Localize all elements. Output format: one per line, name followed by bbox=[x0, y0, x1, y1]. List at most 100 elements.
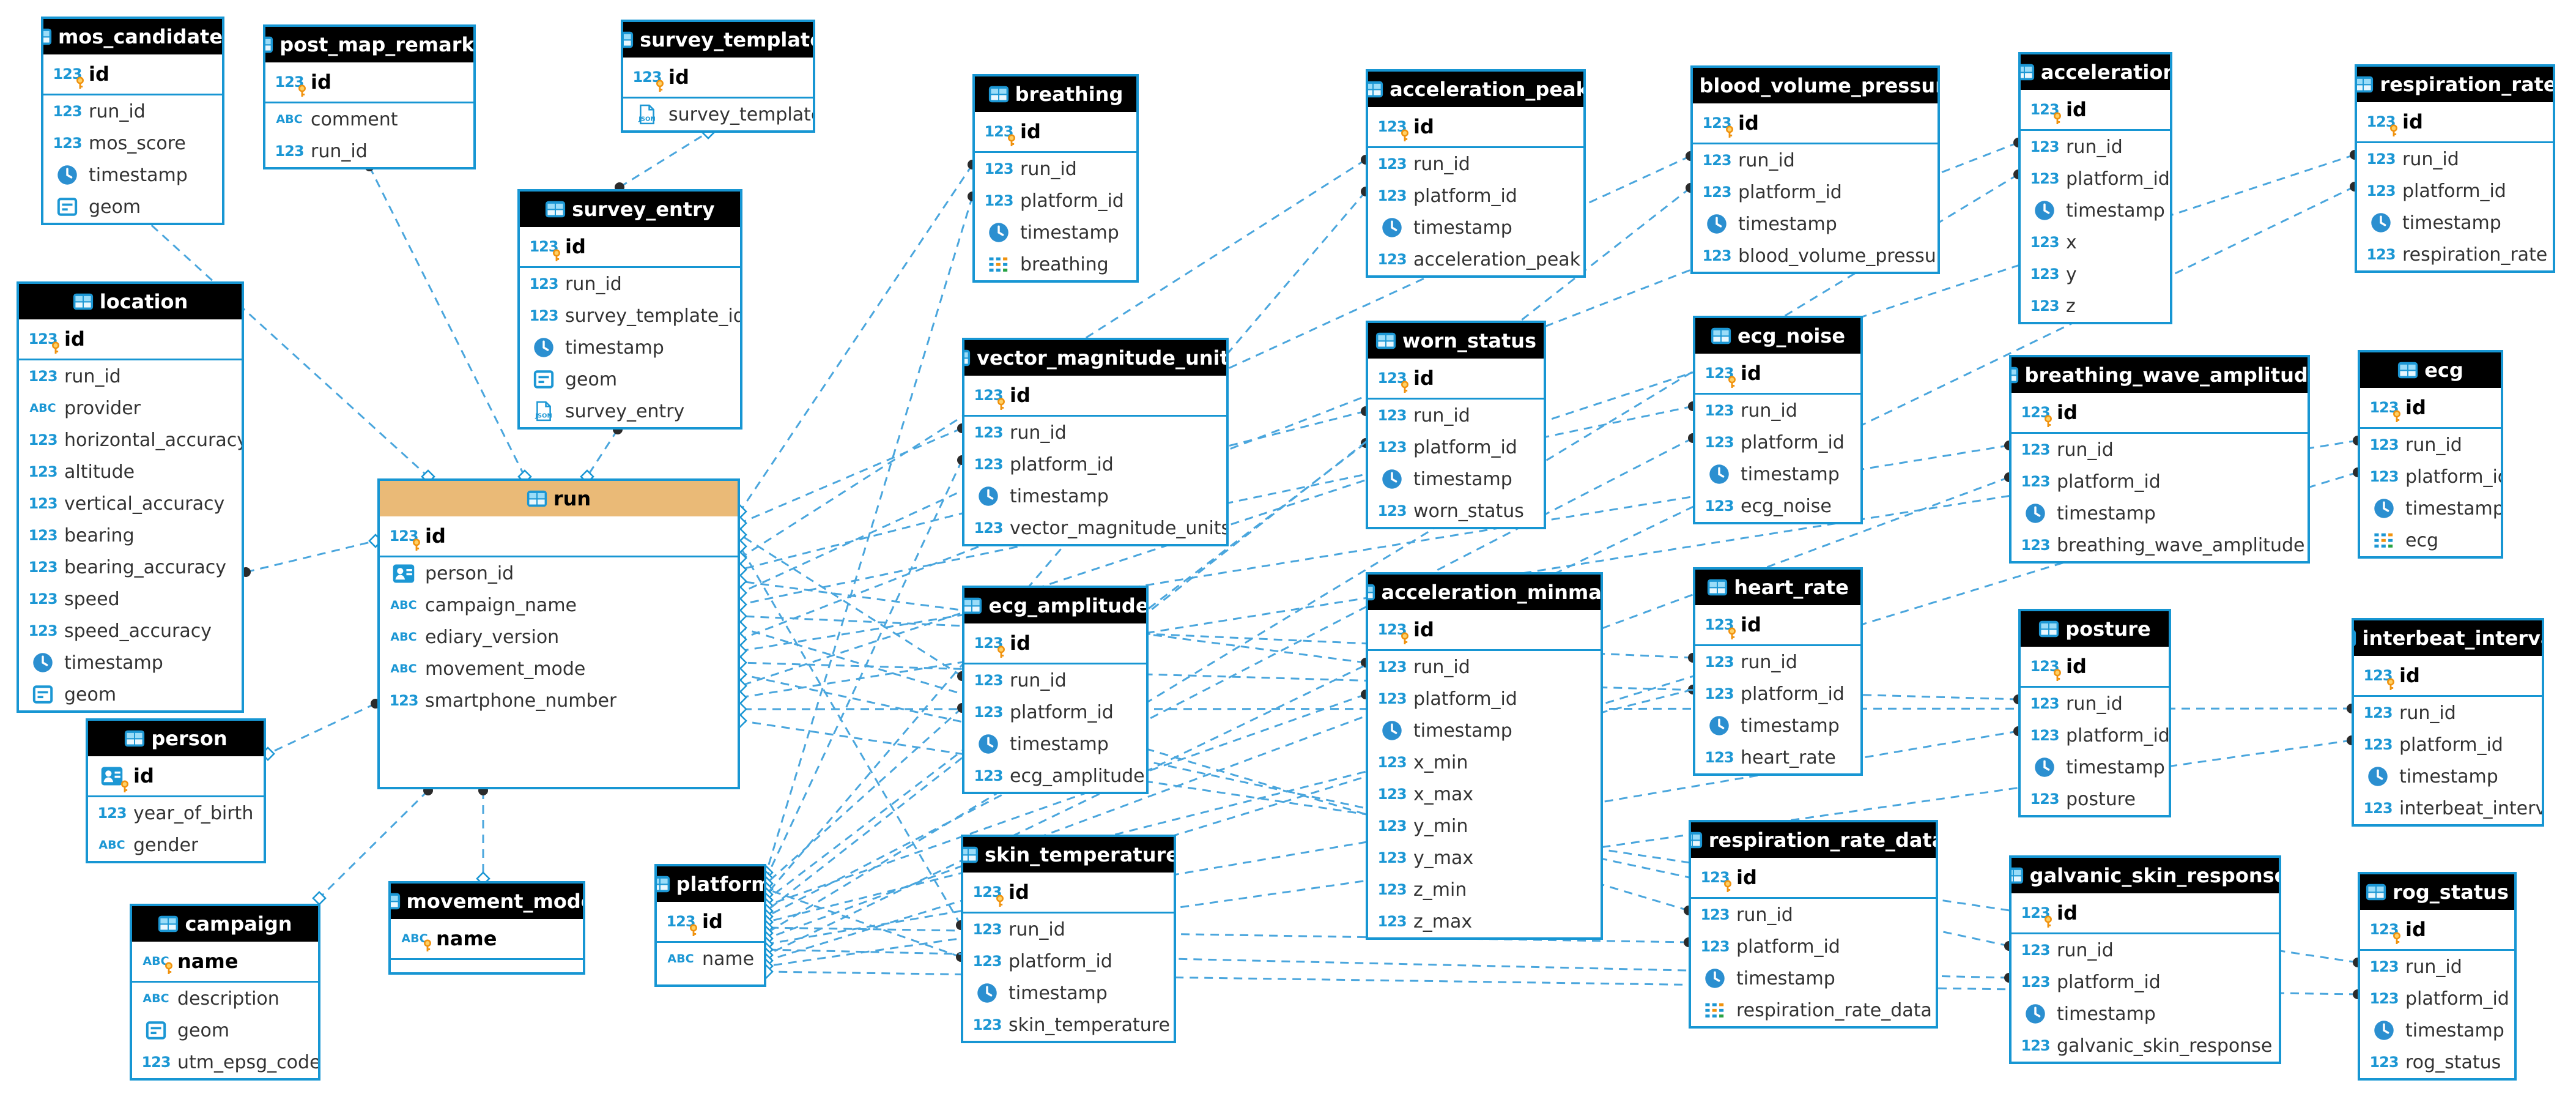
column-row-ecg_amplitude-timestamp[interactable]: timestamp bbox=[964, 728, 1146, 760]
column-row-blood_volume_pressure-timestamp[interactable]: timestamp bbox=[1693, 208, 1938, 240]
column-row-breathing-breathing[interactable]: breathing bbox=[975, 248, 1136, 280]
column-row-acceleration_peak-timestamp[interactable]: timestamp bbox=[1368, 212, 1583, 244]
column-row-ecg-ecg[interactable]: ecg bbox=[2360, 524, 2501, 556]
table-header-interbeat_interval[interactable]: interbeat_interval bbox=[2354, 620, 2542, 656]
table-header-breathing[interactable]: breathing bbox=[975, 76, 1136, 112]
relationship-line-breathing-platform[interactable] bbox=[765, 196, 974, 873]
column-row-survey_entry-timestamp[interactable]: timestamp bbox=[520, 332, 740, 363]
table-header-post_map_remarks[interactable]: post_map_remarks bbox=[265, 27, 473, 62]
column-row-run-person_id[interactable]: person_id bbox=[380, 557, 738, 589]
relationship-line-mos_candidates-run[interactable] bbox=[139, 214, 429, 478]
table-header-skin_temperature[interactable]: skin_temperature bbox=[963, 837, 1174, 873]
column-row-heart_rate-timestamp[interactable]: timestamp bbox=[1695, 710, 1860, 742]
column-row-acceleration_minmax-timestamp[interactable]: timestamp bbox=[1368, 715, 1601, 746]
relationship-line-respiration_rate_data-platform[interactable] bbox=[766, 926, 1689, 943]
table-header-location[interactable]: location bbox=[19, 284, 242, 319]
column-row-campaign-geom[interactable]: geom bbox=[132, 1014, 318, 1046]
column-row-interbeat_interval-timestamp[interactable]: timestamp bbox=[2354, 761, 2542, 792]
relationship-line-blood_volume_pressure-platform[interactable] bbox=[766, 187, 1691, 912]
column-row-vector_magnitude_units-timestamp[interactable]: timestamp bbox=[964, 480, 1226, 512]
table-header-ecg_noise[interactable]: ecg_noise bbox=[1695, 318, 1860, 354]
table-header-survey_template[interactable]: survey_template bbox=[623, 22, 813, 58]
table-header-platform[interactable]: platform bbox=[657, 866, 764, 902]
table-header-worn_status[interactable]: worn_status bbox=[1368, 323, 1544, 359]
relationship-line-breathing-run[interactable] bbox=[739, 164, 974, 512]
relationship-line-acceleration-platform[interactable] bbox=[766, 173, 2019, 934]
table-header-respiration_rate_data[interactable]: respiration_rate_data bbox=[1691, 822, 1936, 858]
table-header-movement_mode[interactable]: movement_mode bbox=[391, 884, 583, 919]
column-row-breathing_wave_amplitude-timestamp[interactable]: timestamp bbox=[2012, 497, 2308, 529]
column-row-mos_candidates-geom[interactable]: geom bbox=[43, 191, 222, 223]
table-header-campaign[interactable]: campaign bbox=[132, 906, 318, 942]
relationship-line-vector_magnitude_units-run[interactable] bbox=[739, 427, 963, 524]
relationship-line-skin_temperature-platform[interactable] bbox=[766, 888, 961, 958]
